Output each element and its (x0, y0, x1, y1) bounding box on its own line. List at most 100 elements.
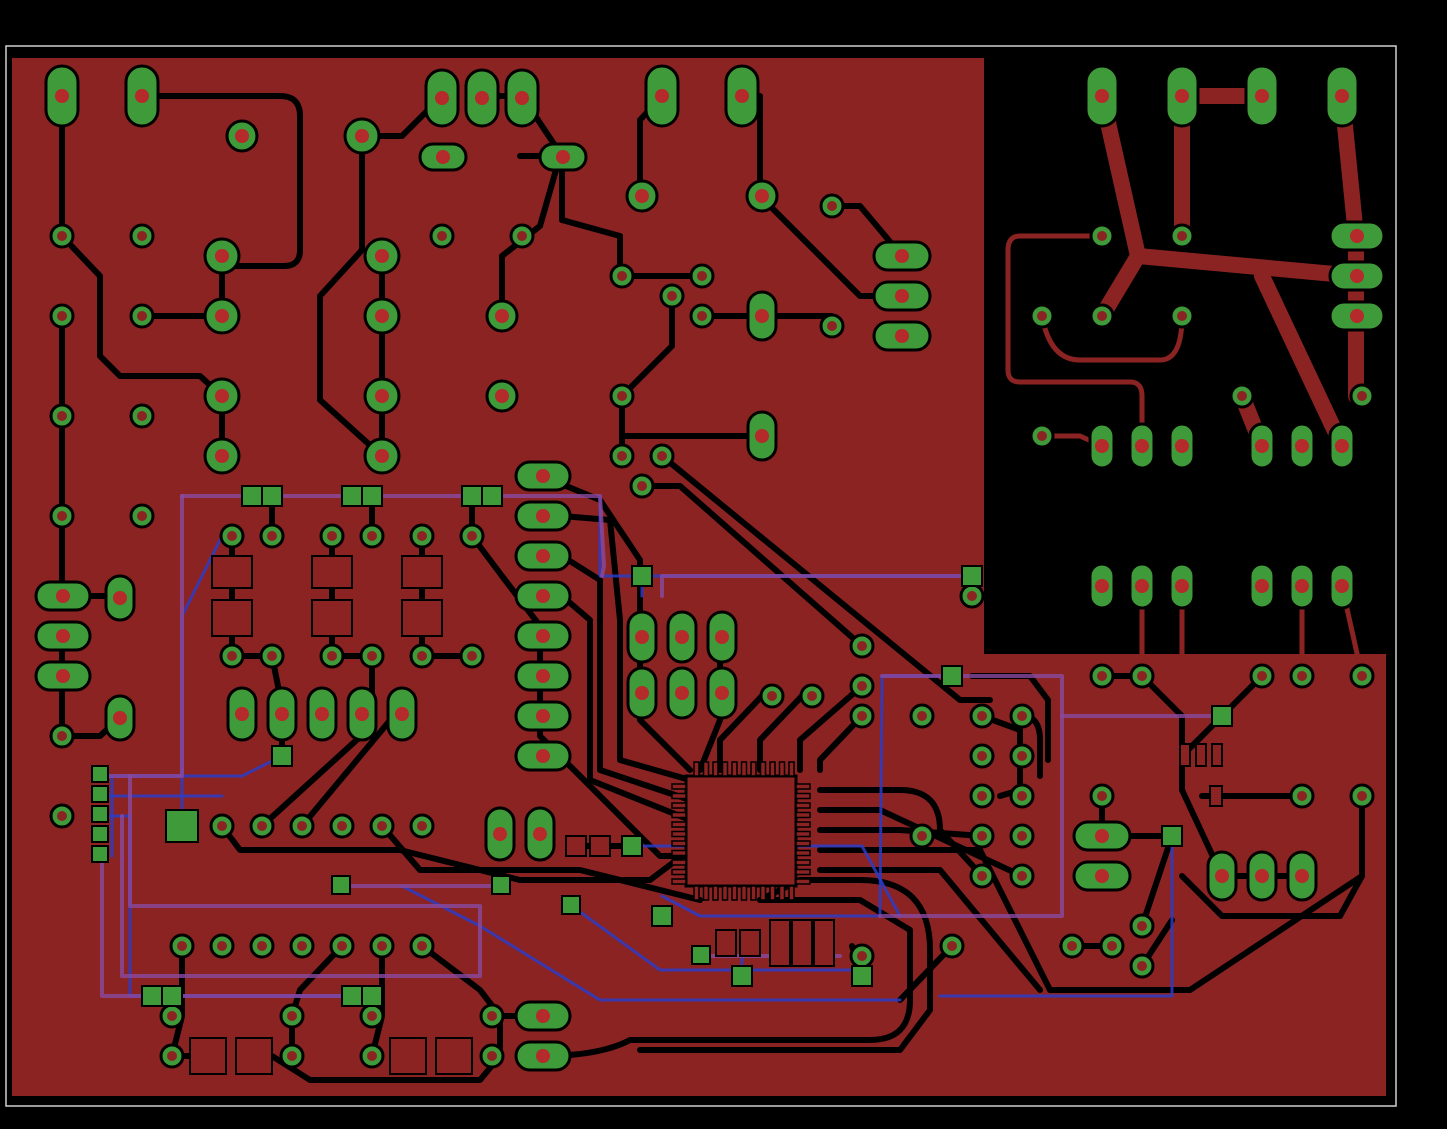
drill-hole (57, 811, 67, 821)
drill-hole (315, 707, 329, 721)
drill-hole (1107, 941, 1117, 951)
drill-hole (536, 469, 550, 483)
drill-hole (375, 309, 389, 323)
qfp-pin (759, 761, 767, 777)
drill-hole (493, 827, 507, 841)
drill-hole (1350, 269, 1364, 283)
drill-hole (1255, 869, 1269, 883)
drill-hole (755, 429, 769, 443)
drill-hole (137, 231, 147, 241)
drill-hole (377, 821, 387, 831)
drill-hole (467, 531, 477, 541)
drill-hole (1255, 439, 1269, 453)
drill-hole (215, 389, 229, 403)
qfp-pin (740, 761, 748, 777)
drill-hole (367, 1011, 377, 1021)
drill-hole (1255, 89, 1269, 103)
drill-hole (337, 941, 347, 951)
drill-hole (437, 231, 447, 241)
oblong-pads-vertical (44, 64, 1360, 902)
drill-hole (635, 630, 649, 644)
drill-hole (137, 311, 147, 321)
drill-hole (297, 941, 307, 951)
drill-hole (1215, 869, 1229, 883)
drill-hole (635, 189, 649, 203)
qfp-pin (788, 885, 795, 901)
drill-hole (1037, 431, 1047, 441)
drill-hole (1137, 961, 1147, 971)
drill-hole (675, 686, 689, 700)
qfp-pin (769, 761, 776, 777)
drill-hole (257, 941, 267, 951)
qfp-pin (671, 859, 687, 866)
drill-hole (1097, 311, 1107, 321)
qfp-pin (795, 792, 811, 800)
drill-hole (1067, 941, 1077, 951)
drill-hole (355, 707, 369, 721)
drill-hole (1097, 791, 1107, 801)
drill-hole (375, 389, 389, 403)
drill-hole (177, 941, 187, 951)
qfp-pin (671, 840, 687, 847)
drill-hole (467, 651, 477, 661)
drill-hole (1137, 671, 1147, 681)
drill-hole (536, 1009, 550, 1023)
drill-hole (1297, 671, 1307, 681)
drill-hole (857, 711, 867, 721)
drill-hole (1175, 439, 1189, 453)
qfp-pin (671, 849, 687, 857)
drill-hole (495, 389, 509, 403)
drill-hole (235, 707, 249, 721)
drill-hole (475, 91, 489, 105)
drill-hole (215, 449, 229, 463)
drill-hole (536, 1049, 550, 1063)
drill-hole (977, 831, 987, 841)
drill-hole (1295, 439, 1309, 453)
drill-hole (257, 821, 267, 831)
drill-hole (1335, 579, 1349, 593)
drill-hole (617, 391, 627, 401)
drill-hole (755, 309, 769, 323)
qfp-pin (671, 811, 687, 819)
drill-hole (1255, 579, 1269, 593)
qfp-pin (671, 802, 687, 809)
drill-hole (167, 1011, 177, 1021)
qfp-pin (795, 821, 811, 828)
drill-hole (1295, 869, 1309, 883)
drill-hole (417, 821, 427, 831)
drill-hole (435, 91, 449, 105)
drill-hole (235, 129, 249, 143)
qfp-pin (671, 792, 687, 800)
drill-hole (655, 89, 669, 103)
drill-hole (57, 511, 67, 521)
drill-hole (395, 707, 409, 721)
drill-hole (1335, 439, 1349, 453)
qfp-pin (750, 761, 757, 777)
drill-hole (227, 531, 237, 541)
drill-hole (56, 669, 70, 683)
drill-hole (215, 309, 229, 323)
drill-hole (1357, 791, 1367, 801)
drill-hole (1097, 671, 1107, 681)
drill-hole (536, 709, 550, 723)
drill-hole (895, 289, 909, 303)
drill-hole (515, 91, 529, 105)
drill-hole (697, 311, 707, 321)
drill-hole (135, 89, 149, 103)
drill-hole (57, 231, 67, 241)
drill-hole (755, 189, 769, 203)
drill-hole (417, 941, 427, 951)
qfp-pin (693, 761, 700, 777)
qfp-pin (671, 783, 687, 790)
drill-hole (1177, 311, 1187, 321)
drill-hole (217, 821, 227, 831)
drill-hole (536, 509, 550, 523)
drill-hole (857, 681, 867, 691)
drill-hole (675, 630, 689, 644)
drill-hole (57, 311, 67, 321)
drill-hole (635, 686, 649, 700)
qfp-pin (759, 885, 767, 901)
drill-hole (1357, 671, 1367, 681)
drill-hole (1350, 229, 1364, 243)
qfp-pin (712, 761, 719, 777)
